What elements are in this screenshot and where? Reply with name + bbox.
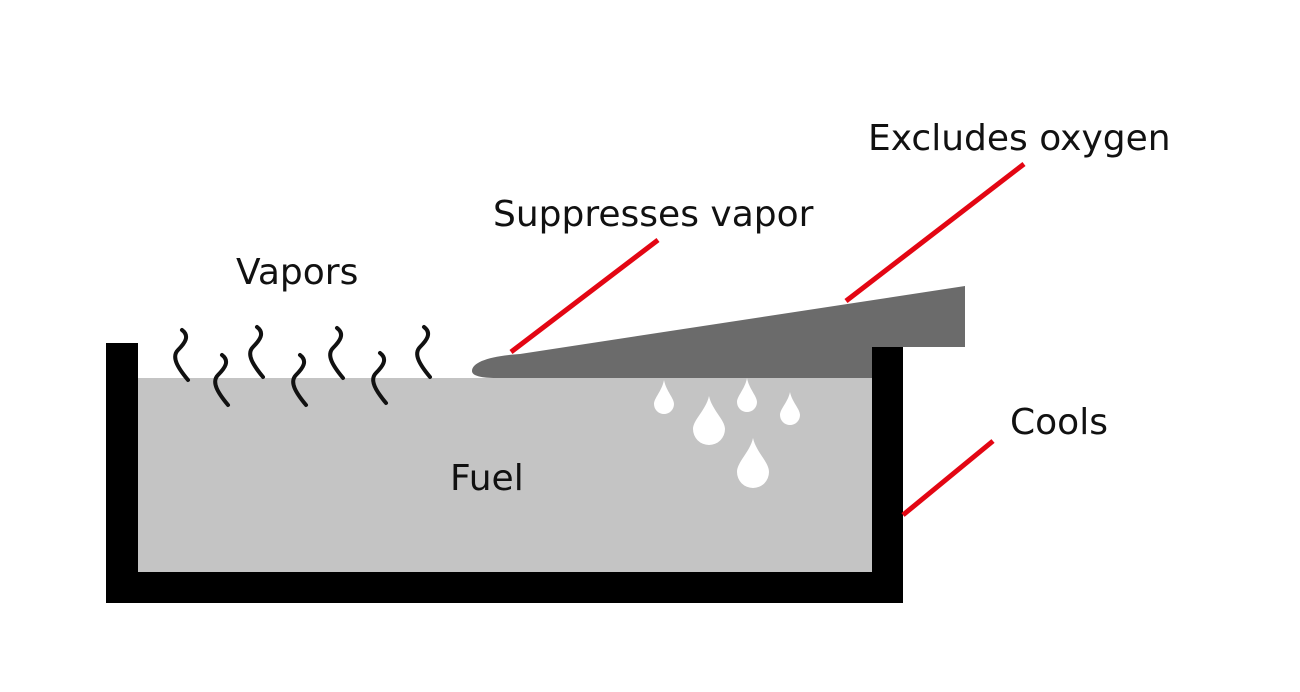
droplet — [737, 438, 769, 488]
cooling-droplets — [654, 378, 800, 488]
droplet — [693, 396, 725, 445]
foam-blanket — [472, 286, 965, 378]
cools-label: Cools — [1010, 402, 1108, 443]
excludes-leader-line — [844, 162, 1026, 303]
fuel-label: Fuel — [450, 458, 524, 499]
vapors-label: Vapors — [236, 252, 359, 293]
excludes-oxygen-label: Excludes oxygen — [868, 118, 1171, 159]
leader-lines — [509, 162, 1026, 517]
suppress-leader-line — [509, 238, 660, 354]
cools-leader-line — [901, 439, 995, 517]
vapor-wisp — [173, 328, 190, 382]
vapor-wisp — [213, 353, 230, 407]
vapor-wisp — [291, 353, 308, 407]
vapor-wisp — [371, 351, 388, 405]
tray-container — [106, 343, 903, 603]
vapor-wisps — [173, 325, 432, 407]
vapor-wisp — [328, 326, 345, 380]
droplet — [780, 392, 800, 425]
vapor-wisp — [415, 325, 432, 379]
suppresses-vapor-label: Suppresses vapor — [493, 194, 814, 235]
droplet — [737, 378, 757, 412]
vapor-wisp — [248, 325, 265, 379]
droplet — [654, 380, 674, 414]
